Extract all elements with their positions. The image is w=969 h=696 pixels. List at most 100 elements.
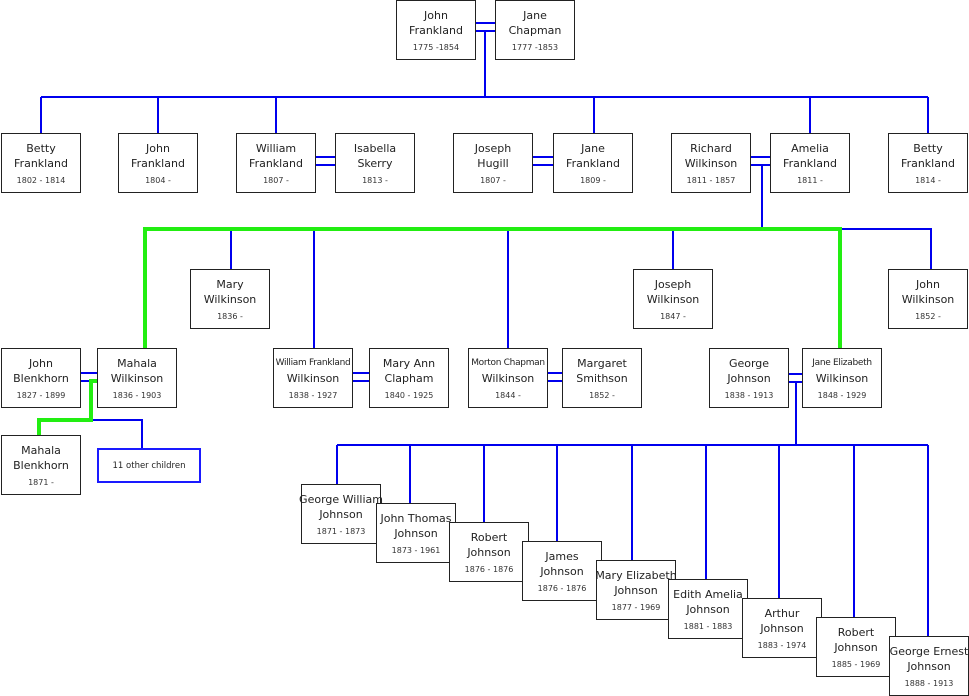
other-children-button[interactable]: 11 other children xyxy=(97,448,201,483)
person-dates: 1844 - xyxy=(495,391,521,400)
highlighted-lineage-line xyxy=(143,227,842,348)
person-last-name: Johnson xyxy=(686,603,730,616)
person-dates: 1888 - 1913 xyxy=(904,679,954,688)
person-last-name: Frankland xyxy=(249,157,303,170)
person-dates: 1775 -1854 xyxy=(412,43,460,52)
person-last-name: Chapman xyxy=(508,24,562,37)
person-first-name: Margaret xyxy=(577,357,627,370)
person-last-name: Frankland xyxy=(783,157,837,170)
person-last-name: Hugill xyxy=(477,157,509,170)
person-last-name: Frankland xyxy=(901,157,955,170)
person-last-name: Frankland xyxy=(14,157,68,170)
person-last-name: Frankland xyxy=(566,157,620,170)
other-children-label: 11 other children xyxy=(112,460,186,471)
person-first-name: Jane Elizabeth xyxy=(812,358,872,368)
person-first-name: Richard xyxy=(690,142,732,155)
person-first-name: Robert xyxy=(837,626,875,639)
person-last-name: Wilkinson xyxy=(110,372,164,385)
person-last-name: Johnson xyxy=(614,584,658,597)
person-dates: 1809 - xyxy=(580,176,606,185)
person-dates: 1807 - xyxy=(263,176,289,185)
person-first-name: Mary Elizabeth xyxy=(595,569,677,582)
person-first-name: Amelia xyxy=(791,142,829,155)
highlighted-lineage-line xyxy=(37,379,97,435)
person-last-name: Johnson xyxy=(467,546,511,559)
person-first-name: Jane xyxy=(581,142,605,155)
person-last-name: Johnson xyxy=(760,622,804,635)
person-last-name: Johnson xyxy=(319,508,363,521)
person-last-name: Wilkinson xyxy=(646,293,700,306)
person-dates: 1847 - xyxy=(660,312,686,321)
person-first-name: Betty xyxy=(913,142,943,155)
person-first-name: John Thomas xyxy=(380,512,452,525)
person-dates: 1814 - xyxy=(915,176,941,185)
person-dates: 1827 - 1899 xyxy=(16,391,66,400)
person-last-name: Wilkinson xyxy=(286,372,340,385)
person-last-name: Blenkhorn xyxy=(13,372,69,385)
child-line xyxy=(91,419,143,448)
person-first-name: Mary Ann xyxy=(382,357,436,370)
person-last-name: Johnson xyxy=(394,527,438,540)
person-dates: 1840 - 1925 xyxy=(384,391,434,400)
person-first-name: Joseph xyxy=(654,278,692,291)
person-dates: 1852 - xyxy=(915,312,941,321)
person-dates: 1871 - 1873 xyxy=(316,527,366,536)
person-dates: 1813 - xyxy=(362,176,388,185)
person-first-name: Morton Chapman xyxy=(471,358,545,368)
person-dates: 1836 - 1903 xyxy=(112,391,162,400)
person-first-name: John xyxy=(29,357,53,370)
person-last-name: Blenkhorn xyxy=(13,459,69,472)
person-first-name: John xyxy=(916,278,940,291)
person-dates: 1877 - 1969 xyxy=(611,603,661,612)
person-last-name: Wilkinson xyxy=(203,293,257,306)
person-first-name: Mahala xyxy=(21,444,61,457)
person-last-name: Wilkinson xyxy=(481,372,535,385)
person-dates: 1876 - 1876 xyxy=(537,584,587,593)
person-dates: 1838 - 1913 xyxy=(724,391,774,400)
person-first-name: Isabella xyxy=(353,142,397,155)
person-dates: 1777 -1853 xyxy=(511,43,559,52)
person-dates: 1838 - 1927 xyxy=(288,391,338,400)
person-last-name: Frankland xyxy=(131,157,185,170)
person-last-name: Johnson xyxy=(907,660,951,673)
person-last-name: Skerry xyxy=(357,157,393,170)
person-dates: 1876 - 1876 xyxy=(464,565,514,574)
person-dates: 1802 - 1814 xyxy=(16,176,66,185)
person-first-name: George William xyxy=(299,493,383,506)
person-dates: 1804 - xyxy=(145,176,171,185)
person-dates: 1811 - xyxy=(797,176,823,185)
